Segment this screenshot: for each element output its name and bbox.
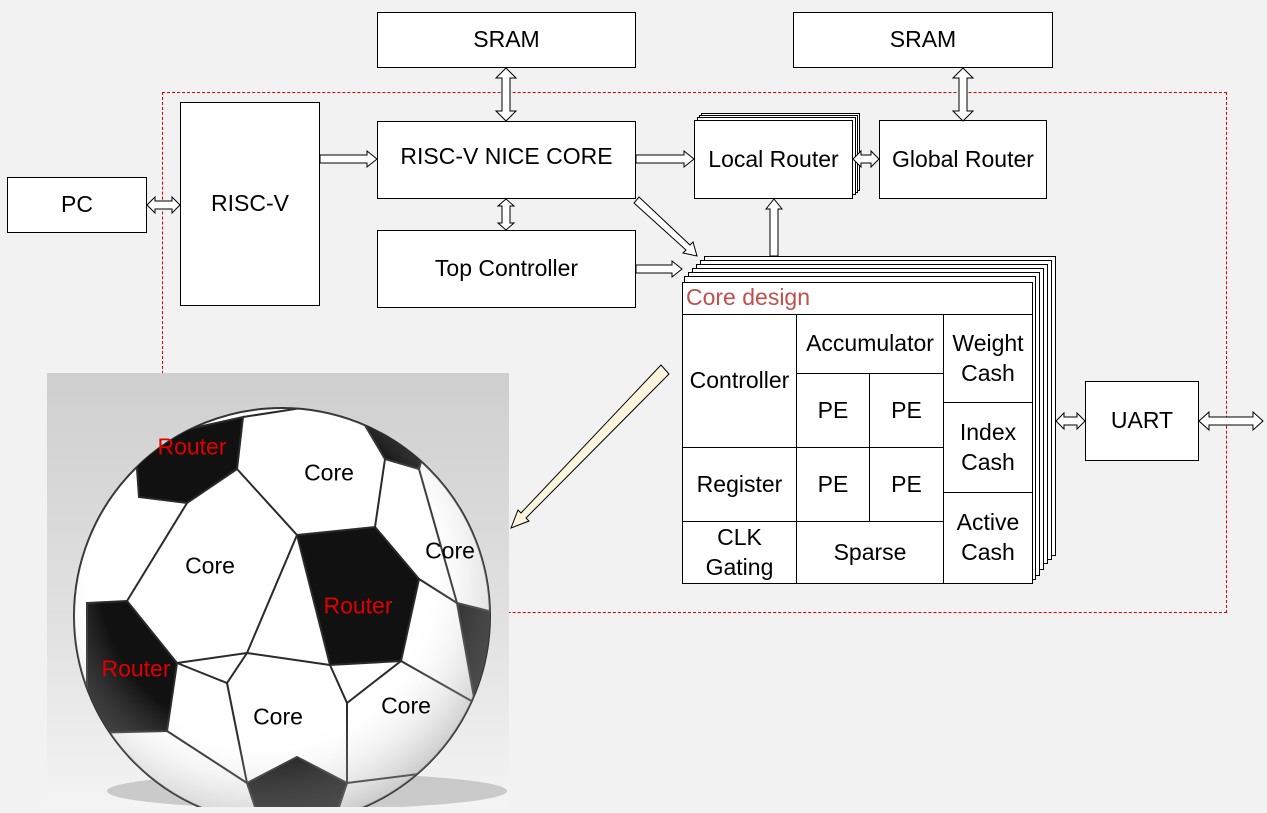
core-sparse-cell[interactable]: Sparse — [796, 521, 944, 584]
local-global-router-double-arrow — [852, 149, 880, 169]
nice-core-diagonal-arrow — [633, 196, 698, 257]
top-controller-block[interactable]: Top Controller — [377, 230, 636, 308]
ball-core-label: Core — [381, 692, 431, 719]
pc-block[interactable]: PC — [7, 177, 147, 233]
core-controller-cell[interactable]: Controller — [682, 314, 797, 448]
riscv-block[interactable]: RISC-V — [180, 102, 320, 306]
core-to-ball-arrow — [510, 364, 670, 529]
core-register-cell[interactable]: Register — [682, 447, 797, 522]
sram-global-router-double-arrow — [951, 67, 975, 122]
pe-cell[interactable]: PE — [869, 373, 944, 448]
sram-left-block[interactable]: SRAM — [377, 12, 636, 68]
ball-core-label: Core — [304, 459, 354, 486]
system-boundary — [162, 92, 1227, 613]
pc-label: PC — [61, 191, 93, 218]
soccer-ball-graphic — [47, 373, 509, 813]
active-cash-cell[interactable]: Active Cash — [943, 492, 1033, 584]
sram-right-block[interactable]: SRAM — [793, 12, 1053, 68]
pc-riscv-double-arrow — [146, 195, 181, 215]
core-local-router-arrow — [764, 198, 784, 257]
core-clk-gating-label: CLK Gating — [705, 523, 774, 580]
sram-right-label: SRAM — [889, 26, 957, 53]
ball-router-label: Router — [157, 433, 227, 460]
core-top-controller-double-arrow — [496, 198, 516, 231]
active-cash-label: Active Cash — [956, 509, 1020, 565]
pe-label: PE — [817, 396, 849, 423]
uart-external-double-arrow — [1198, 410, 1264, 432]
pe-cell[interactable]: PE — [796, 373, 870, 448]
local-router-block[interactable]: Local Router — [694, 120, 853, 199]
pe-label: PE — [891, 396, 922, 423]
core-uart-double-arrow — [1055, 411, 1086, 431]
local-router-label: Local Router — [708, 145, 839, 172]
core-accumulator-label: Accumulator — [806, 330, 934, 357]
core-clk-gating-cell[interactable]: CLK Gating — [682, 521, 797, 584]
core-sparse-label: Sparse — [833, 538, 907, 565]
pe-label: PE — [817, 470, 849, 497]
ball-core-label: Core — [425, 537, 475, 564]
top-controller-core-arrow — [635, 259, 683, 279]
ball-router-label: Router — [101, 655, 171, 682]
riscv-label: RISC-V — [211, 190, 289, 217]
global-router-block[interactable]: Global Router — [879, 120, 1047, 199]
uart-block[interactable]: UART — [1085, 381, 1199, 461]
ball-router-label: Router — [323, 592, 393, 619]
ball-core-label: Core — [253, 703, 303, 730]
core-register-label: Register — [696, 470, 783, 497]
top-controller-label: Top Controller — [434, 255, 579, 282]
ball-core-label: Core — [185, 552, 235, 579]
pe-cell[interactable]: PE — [869, 447, 944, 522]
riscv-nice-arrow — [319, 149, 378, 169]
weight-cash-label: Weight Cash — [952, 329, 1024, 386]
riscv-nice-core-label: RISC-V NICE CORE — [400, 143, 613, 170]
core-controller-label: Controller — [689, 367, 790, 394]
sram-core-double-arrow — [494, 67, 518, 122]
global-router-label: Global Router — [892, 145, 1034, 172]
riscv-nice-core-block[interactable]: RISC-V NICE CORE — [377, 121, 636, 199]
core-design-title: Core design — [686, 284, 811, 310]
soccer-ball-illustration: Router Router Router Core Core Core Core… — [47, 373, 509, 813]
index-cash-cell[interactable]: Index Cash — [943, 402, 1033, 493]
nice-local-router-arrow — [635, 149, 695, 169]
index-cash-label: Index Cash — [959, 418, 1017, 475]
sram-left-label: SRAM — [473, 26, 540, 53]
uart-label: UART — [1110, 407, 1174, 434]
pe-label: PE — [891, 470, 922, 497]
